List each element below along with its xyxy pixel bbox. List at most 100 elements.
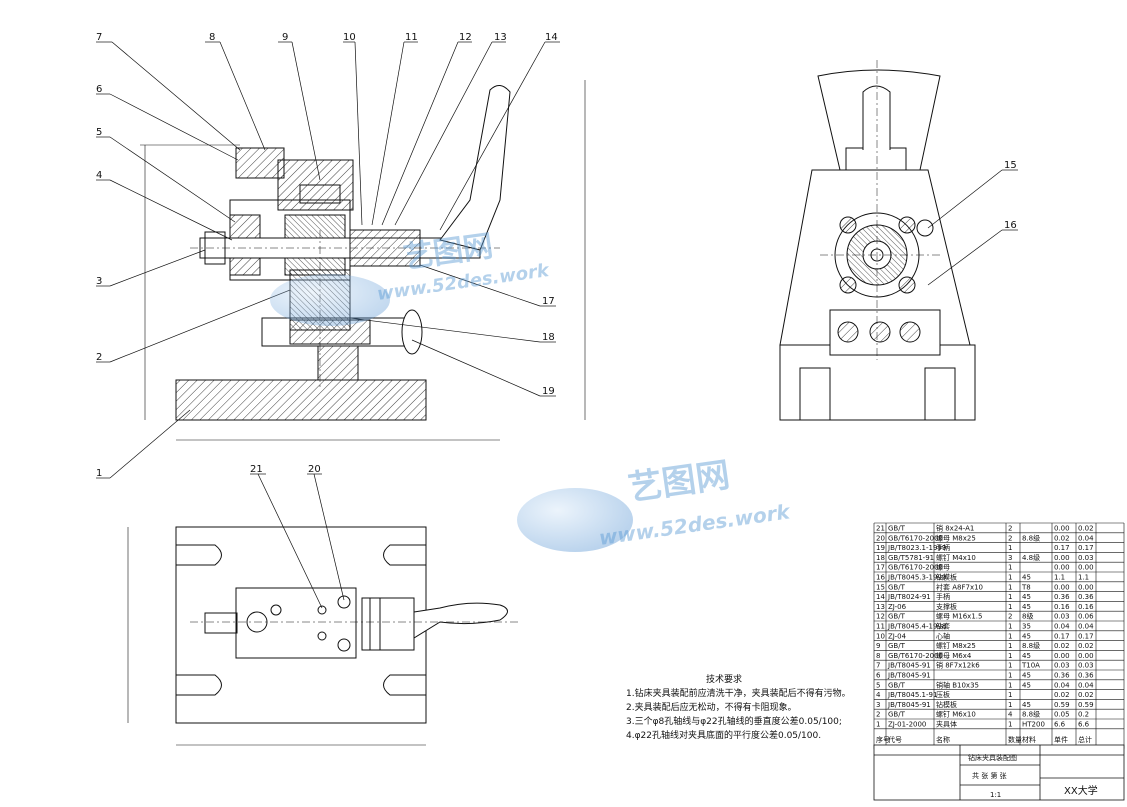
bom-cell: 0.17	[1054, 544, 1070, 552]
callout-16: 16	[1004, 220, 1017, 231]
bom-cell: 0.02	[1054, 642, 1070, 650]
bom-cell: 1	[1008, 721, 1012, 729]
watermark-logo-bottom: 艺图网 www.52des.work	[517, 455, 793, 552]
title-block	[873, 744, 1125, 801]
callout-12: 12	[459, 32, 472, 43]
bom-cell: GB/T	[888, 681, 906, 689]
callout-21: 21	[250, 464, 263, 475]
callout-19: 19	[542, 386, 555, 397]
bom-cell: 0.16	[1054, 603, 1070, 611]
front-view-leaders	[96, 41, 560, 479]
school-name: XX大学	[1064, 784, 1098, 797]
bom-cell: 0.03	[1078, 662, 1094, 670]
bom-cell: 1	[1008, 642, 1012, 650]
bom-header-cell: 材料	[1022, 735, 1036, 744]
bom-cell: 手柄	[936, 592, 950, 601]
callout-11: 11	[405, 32, 418, 43]
callout-2: 2	[96, 352, 102, 363]
bom-cell: 35	[1022, 623, 1031, 631]
bom-cell: 销 8x24-A1	[936, 524, 974, 533]
bom-cell: GB/T5781-91	[888, 554, 934, 562]
bom-cell: 0.00	[1078, 652, 1094, 660]
bom-cell: 1	[1008, 564, 1012, 572]
bom-cell: 0.04	[1078, 681, 1094, 689]
bom-cell: 0.17	[1078, 544, 1094, 552]
bom-cell: 45	[1022, 672, 1031, 680]
bom-cell: 钻模板	[936, 700, 957, 709]
bom-cell: 45	[1022, 701, 1031, 709]
bom-cell: 1	[1008, 681, 1012, 689]
bom-cell: 螺母 M6x4	[936, 651, 972, 660]
bom-cell: 0.02	[1078, 691, 1094, 699]
bom-cell: 0.04	[1054, 623, 1070, 631]
bom-cell: 0.02	[1078, 525, 1094, 533]
callout-13: 13	[494, 32, 507, 43]
bom-cell: 1	[1008, 574, 1012, 582]
bom-cell: 8.8级	[1022, 710, 1040, 719]
bom-cell: 8级	[1022, 612, 1033, 621]
bom-cell: 夹具体	[936, 720, 957, 729]
bom-cell: 18	[876, 554, 885, 562]
bom-cell: 钻套	[936, 622, 950, 631]
bom-cell: 16	[876, 574, 885, 582]
bom-cell: JB/T8045-91	[887, 662, 931, 670]
bom-cell: 4	[876, 691, 881, 699]
bom-cell: 0.36	[1054, 672, 1070, 680]
bom-cell: 1	[1008, 672, 1012, 680]
callout-7: 7	[96, 32, 102, 43]
technical-notes: 技术要求 1.钻床夹具装配前应清洗干净，夹具装配后不得有污物。 2.夹具装配后应…	[626, 673, 851, 741]
bom-cell: 0.59	[1078, 701, 1094, 709]
bom-cell: 17	[876, 564, 885, 572]
bom-cell: T8	[1021, 583, 1031, 591]
notes-line-4: 4.φ22孔轴线对夹具底面的平行度公差0.05/100.	[626, 729, 821, 741]
sheet-count: 共 张 第 张	[972, 771, 1007, 780]
bom-cell: 7	[876, 662, 880, 670]
bom-cell: 6.6	[1078, 721, 1090, 729]
bom-cell: GB/T6170-2000	[888, 564, 943, 572]
bom-cell: GB/T	[888, 711, 906, 719]
bom-cell: 0.17	[1078, 632, 1094, 640]
bom-cell: 0.00	[1054, 554, 1070, 562]
bom-cell: 0.02	[1054, 534, 1070, 542]
drawing-name: 钻床夹具装配图	[968, 753, 1017, 762]
bom-cell: 0.59	[1054, 701, 1070, 709]
bom-cell: 压板	[936, 690, 950, 699]
bom-cell: JB/T8045.3-1999	[887, 574, 946, 582]
bom-cell: 45	[1022, 632, 1031, 640]
bom-header-cell: 数量	[1008, 735, 1022, 744]
bom-header-cell: 总计	[1078, 735, 1092, 744]
bom-cell: 0.00	[1078, 583, 1094, 591]
bom-cell: 0.02	[1078, 642, 1094, 650]
callout-3: 3	[96, 276, 102, 287]
bom-cell: 12	[876, 613, 885, 621]
top-view	[127, 526, 520, 746]
bom-cell: 销轴 B10x35	[936, 680, 979, 689]
bom-cell: 6	[876, 672, 881, 680]
notes-line-2: 2.夹具装配后应无松动，不得有卡阻现象。	[626, 701, 797, 713]
notes-title: 技术要求	[706, 673, 742, 685]
bom-cell: JB/T8023.1-1999	[887, 544, 946, 552]
bom-cell: 0.00	[1054, 525, 1070, 533]
bom-cell: 螺母 M16x1.5	[936, 612, 982, 621]
bom-cell: 0.03	[1054, 662, 1070, 670]
bom-cell: 21	[876, 525, 885, 533]
bom-cell: GB/T	[888, 642, 906, 650]
bom-cell: 螺母	[936, 563, 950, 572]
bom-cell: 8	[876, 652, 880, 660]
bom-cell: 2	[1008, 613, 1012, 621]
bom-cell: 1.1	[1054, 574, 1065, 582]
bom-cell: HT200	[1022, 721, 1045, 729]
bom-cell: 0.05	[1054, 711, 1070, 719]
bom-cell: 1.1	[1078, 574, 1089, 582]
callout-14: 14	[545, 32, 558, 43]
notes-line-1: 1.钻床夹具装配前应清洗干净，夹具装配后不得有污物。	[626, 687, 851, 699]
bom-cell: JB/T8045-91	[887, 701, 931, 709]
callout-15: 15	[1004, 160, 1017, 171]
bom-cell: 0.16	[1078, 603, 1094, 611]
side-view-leaders	[927, 169, 1018, 286]
callout-5: 5	[96, 127, 102, 138]
bom-cell: 14	[876, 593, 885, 601]
bom-cell: 1	[1008, 652, 1012, 660]
